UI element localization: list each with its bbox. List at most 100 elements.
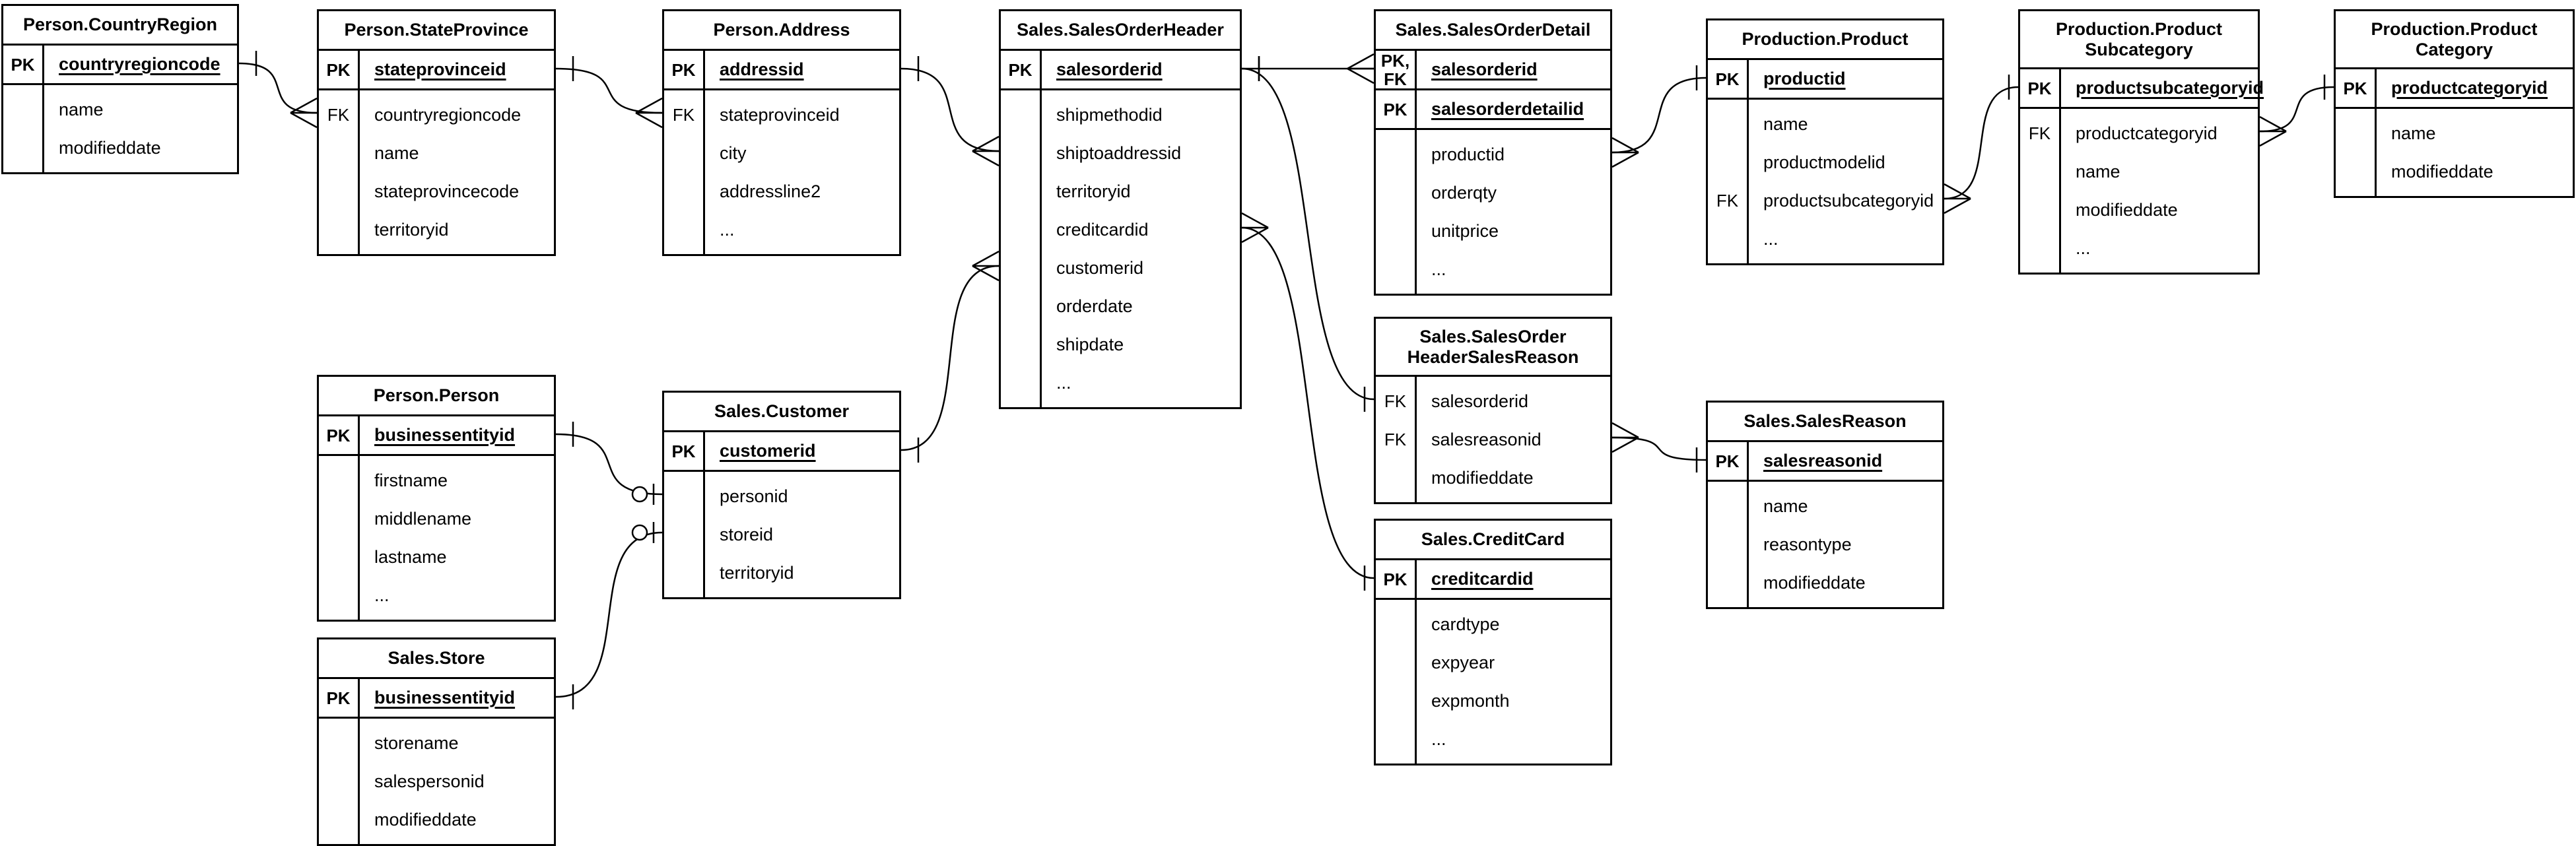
column-row: addressline2 <box>664 172 899 211</box>
table-title: Sales.SalesReason <box>1708 403 1942 442</box>
column-row: salespersonid <box>319 762 554 800</box>
key-badge <box>2020 152 2061 191</box>
column-row: ... <box>1001 364 1240 402</box>
key-badge <box>2336 152 2377 191</box>
table-title-line: Sales.SalesReason <box>1744 411 1907 431</box>
column-name: cardtype <box>1431 614 1500 634</box>
column-row: territoryid <box>664 554 899 592</box>
column-row: ... <box>319 576 554 614</box>
key-badge <box>664 477 705 515</box>
key-badge <box>319 500 360 538</box>
column-name: productid <box>1763 69 1846 88</box>
table-title: Sales.Store <box>319 639 554 679</box>
relationship-salesorderheader-to-creditcard[interactable] <box>1241 212 1374 591</box>
column-row: territoryid <box>319 211 554 249</box>
body-spacer <box>1001 90 1240 96</box>
body-spacer <box>319 719 554 724</box>
key-badge-spacer <box>2020 109 2061 114</box>
table-title-line: Production.Product <box>1742 29 1909 49</box>
column-name: countryregioncode <box>59 54 220 74</box>
relationship-address-to-salesorderheader[interactable] <box>900 56 1000 167</box>
relationship-customer-to-salesorderheader[interactable] <box>900 250 1000 463</box>
key-badge-spacer <box>319 614 360 620</box>
table-title-line: Sales.Customer <box>714 401 850 421</box>
relationship-product-to-productsubcategory[interactable] <box>1944 75 2019 214</box>
key-badge: PK <box>319 679 360 717</box>
body-spacer <box>1376 758 1610 764</box>
key-badge: PK <box>1708 60 1749 98</box>
key-badge-spacer <box>3 167 44 172</box>
table-title-line: Production.Product <box>2371 18 2538 39</box>
column-name: lastname <box>374 546 447 567</box>
column-name: shiptoaddressid <box>1056 143 1182 163</box>
key-badge <box>1001 96 1042 134</box>
table-title-line: Sales.SalesOrderHeader <box>1017 20 1224 40</box>
column-name: modifieddate <box>2391 161 2493 181</box>
key-badge-spacer <box>319 90 360 96</box>
table-title-line: Subcategory <box>2085 39 2193 59</box>
body-spacer <box>319 614 554 620</box>
relationship-salesorderdetail-to-product[interactable] <box>1611 65 1707 168</box>
column-row: ... <box>1376 720 1610 758</box>
key-badge-spacer <box>319 719 360 724</box>
column-name: orderqty <box>1431 182 1497 203</box>
column-name: salesorderid <box>1431 391 1529 411</box>
relationship-headersalesreason-to-salesreason[interactable] <box>1611 422 1707 472</box>
column-name: firstname <box>374 470 448 490</box>
relationship-person-to-customer[interactable] <box>555 422 663 505</box>
relationship-store-to-customer[interactable] <box>555 522 663 709</box>
key-badge-spacer <box>664 249 705 254</box>
key-badge: PK, FK <box>1376 51 1417 88</box>
column-name: name <box>2076 161 2120 181</box>
column-row: name <box>1708 487 1942 525</box>
key-badge: PK <box>664 432 705 470</box>
relationship-salesorderheader-to-headersalesreason[interactable] <box>1241 56 1374 412</box>
key-badge-spacer <box>2336 191 2377 196</box>
column-row: productmodelid <box>1708 143 1942 181</box>
key-badge: FK <box>1376 382 1417 420</box>
table-title: Sales.SalesOrderDetail <box>1376 11 1610 51</box>
relationship-countryregion-to-stateprovince[interactable] <box>238 51 318 129</box>
column-row: reasontype <box>1708 525 1942 564</box>
column-row: customerid <box>1001 249 1240 287</box>
body-spacer <box>2020 109 2258 114</box>
relationship-productsubcategory-to-productcategory[interactable] <box>2259 75 2334 147</box>
key-badge <box>1376 605 1417 643</box>
table-title: Sales.SalesOrderHeader <box>1001 11 1240 51</box>
column-row: city <box>664 134 899 172</box>
body-spacer <box>2336 191 2573 196</box>
crows-foot-marker <box>1347 53 1374 84</box>
key-badge <box>1376 174 1417 212</box>
key-badge <box>1001 325 1042 364</box>
column-row: name <box>3 90 237 129</box>
column-name: productcategoryid <box>2391 78 2548 98</box>
relationship-salesorderheader-to-salesorderdetail[interactable] <box>1242 53 1374 84</box>
column-row: orderdate <box>1001 287 1240 325</box>
column-name: productcategoryid <box>2076 123 2218 143</box>
relationship-stateprovince-to-address[interactable] <box>555 56 663 129</box>
column-name: name <box>59 99 104 119</box>
body-spacer <box>1001 402 1240 407</box>
key-badge: FK <box>1708 181 1749 220</box>
key-badge-spacer <box>1376 130 1417 135</box>
crows-foot-marker <box>635 97 663 129</box>
table-title: Production.Product <box>1708 20 1942 60</box>
column-name: businessentityid <box>374 425 516 445</box>
body-spacer <box>1708 602 1942 607</box>
